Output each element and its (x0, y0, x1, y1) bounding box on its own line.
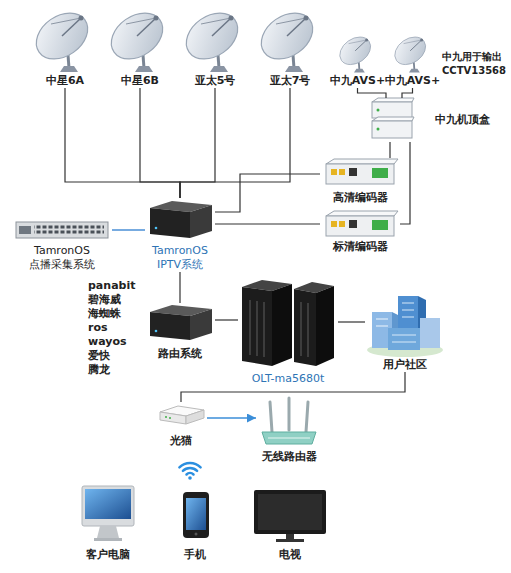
router-os-label: 爱快 (88, 349, 110, 363)
connector (215, 319, 238, 320)
device-node: TamronOS 点播采集系统 (12, 220, 112, 272)
device-label: 中九机顶盒 (435, 113, 490, 127)
device-label: 路由系统 (158, 347, 202, 361)
device-label: 光猫 (170, 434, 192, 448)
connector (112, 229, 145, 231)
device-node: 客户电脑 (70, 484, 146, 562)
wifi-symbol (179, 463, 200, 480)
router-os-label: wayos (88, 335, 127, 349)
connector (400, 142, 410, 224)
device-node: 中星6A (35, 8, 95, 88)
olt-cabinet (242, 280, 334, 366)
device-label: TamronOS 点播采集系统 (12, 244, 112, 272)
device-label: 中九AVS+ (385, 74, 440, 88)
satellite-dish (335, 31, 376, 72)
device-label: 无线路由器 (262, 450, 317, 464)
satellite-dish (28, 4, 97, 72)
connector (181, 372, 405, 402)
mobile-phone (183, 492, 209, 538)
connector (402, 88, 413, 98)
optical-modem (160, 406, 204, 424)
device-node: 中九机顶盒 (366, 98, 490, 142)
satellite-dish (253, 4, 322, 72)
router-os-label: 海蜘蛛 (88, 307, 121, 321)
set-top-box (372, 98, 414, 138)
device-node: 用户社区 (365, 292, 445, 372)
satellite-dish (103, 4, 172, 72)
device-label: 标清编码器 (333, 240, 388, 254)
wireless-router (262, 398, 316, 444)
connector (180, 88, 290, 198)
router-os-label: 腾龙 (88, 363, 110, 377)
device-node: 高清编码器 (320, 158, 400, 205)
device-label: 手机 (184, 548, 206, 562)
device-label: 中星6A (46, 74, 84, 88)
device-node: 路由系统 (145, 303, 215, 361)
rack-server (16, 222, 108, 238)
connector (179, 272, 180, 303)
note-label: 中九用于输出 CCTV13568 (442, 50, 508, 78)
device-label: 高清编码器 (333, 191, 388, 205)
device-label: 客户电脑 (86, 548, 130, 562)
router-server (150, 305, 212, 340)
device-label: 中九AVS+ (330, 74, 385, 88)
device-label: TamronOS IPTV系统 (145, 244, 215, 272)
device-node: 中星6B (110, 8, 170, 88)
device-node: 中九AVS+ (382, 30, 443, 88)
router-os-label: ros (88, 321, 108, 335)
encoder-device (326, 159, 398, 184)
connector (338, 321, 365, 322)
connector (140, 88, 180, 198)
device-node: 电视 (250, 484, 330, 562)
connector (215, 174, 320, 212)
device-node: 光猫 (155, 402, 207, 448)
device-node: 无线路由器 (256, 396, 322, 464)
device-label: 用户社区 (383, 358, 427, 372)
satellite-dish (390, 31, 431, 72)
connector (215, 223, 320, 224)
device-node: TamronOS IPTV系统 (145, 198, 215, 272)
connector (389, 142, 390, 158)
iptv-server (150, 201, 212, 238)
device-label: 中星6B (121, 74, 159, 88)
device-node: OLT-ma5680t (238, 278, 338, 386)
device-label: 亚太7号 (270, 74, 311, 88)
desktop-computer (82, 486, 134, 541)
satellite-dish (178, 4, 247, 72)
connector (65, 88, 180, 198)
device-node: 亚太7号 (260, 8, 320, 88)
device-label: OLT-ma5680t (252, 372, 325, 386)
encoder-device (326, 211, 398, 236)
router-os-label: panabit (88, 279, 135, 293)
connector (207, 417, 256, 419)
device-node: 手机 (166, 484, 224, 562)
device-node: 标清编码器 (320, 210, 400, 254)
device-label: 亚太5号 (195, 74, 236, 88)
community-buildings (367, 296, 443, 357)
device-node: 中九AVS+ (327, 30, 388, 88)
device-label: 电视 (279, 548, 301, 562)
connector (358, 88, 387, 98)
device-node: 亚太5号 (185, 8, 245, 88)
router-os-label: 碧海威 (88, 293, 121, 307)
television (254, 490, 326, 542)
